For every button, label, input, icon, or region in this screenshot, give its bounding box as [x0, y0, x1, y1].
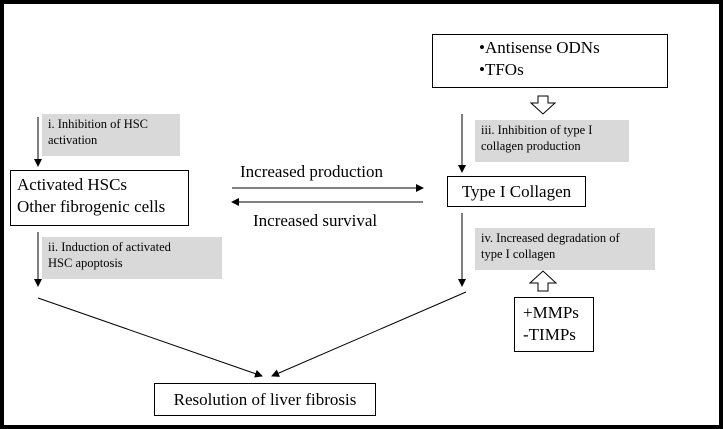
block-arrow-down	[529, 95, 557, 115]
interventions-box: •Antisense ODNs •TFOs	[432, 34, 668, 88]
other-fibrogenic-cells-label: Other fibrogenic cells	[17, 197, 166, 217]
strategy-note-iv: iv. Increased degradation of type I coll…	[475, 228, 655, 270]
resolution-box: Resolution of liver fibrosis	[154, 383, 376, 416]
activated-cells-box: Activated HSCs Other fibrogenic cells	[10, 170, 189, 226]
block-arrow-up	[528, 270, 558, 292]
arrow-right-to-resolution	[271, 291, 467, 377]
resolution-label: Resolution of liver fibrosis	[173, 390, 357, 409]
increased-survival-label: Increased survival	[253, 211, 378, 230]
strategy-note-ii: ii. Induction of activated HSC apoptosis	[42, 237, 222, 279]
increased-production-label: Increased production	[240, 162, 384, 181]
strategy-note-i: i. Inhibition of HSC activation	[42, 114, 180, 156]
timps-label: -TIMPs	[523, 325, 576, 345]
arrow-left-to-resolution	[37, 297, 263, 378]
activated-hscs-label: Activated HSCs	[17, 175, 128, 194]
mmps-label: +MMPs	[523, 303, 579, 322]
strategy-note-iii: iii. Inhibition of type I collagen produ…	[475, 120, 629, 162]
collagen-box: Type I Collagen	[447, 176, 586, 207]
tfos-label: •TFOs	[479, 60, 524, 80]
collagen-label: Type I Collagen	[461, 182, 572, 201]
modulators-box: +MMPs -TIMPs	[514, 297, 594, 352]
antisense-odns-label: •Antisense ODNs	[479, 38, 600, 57]
